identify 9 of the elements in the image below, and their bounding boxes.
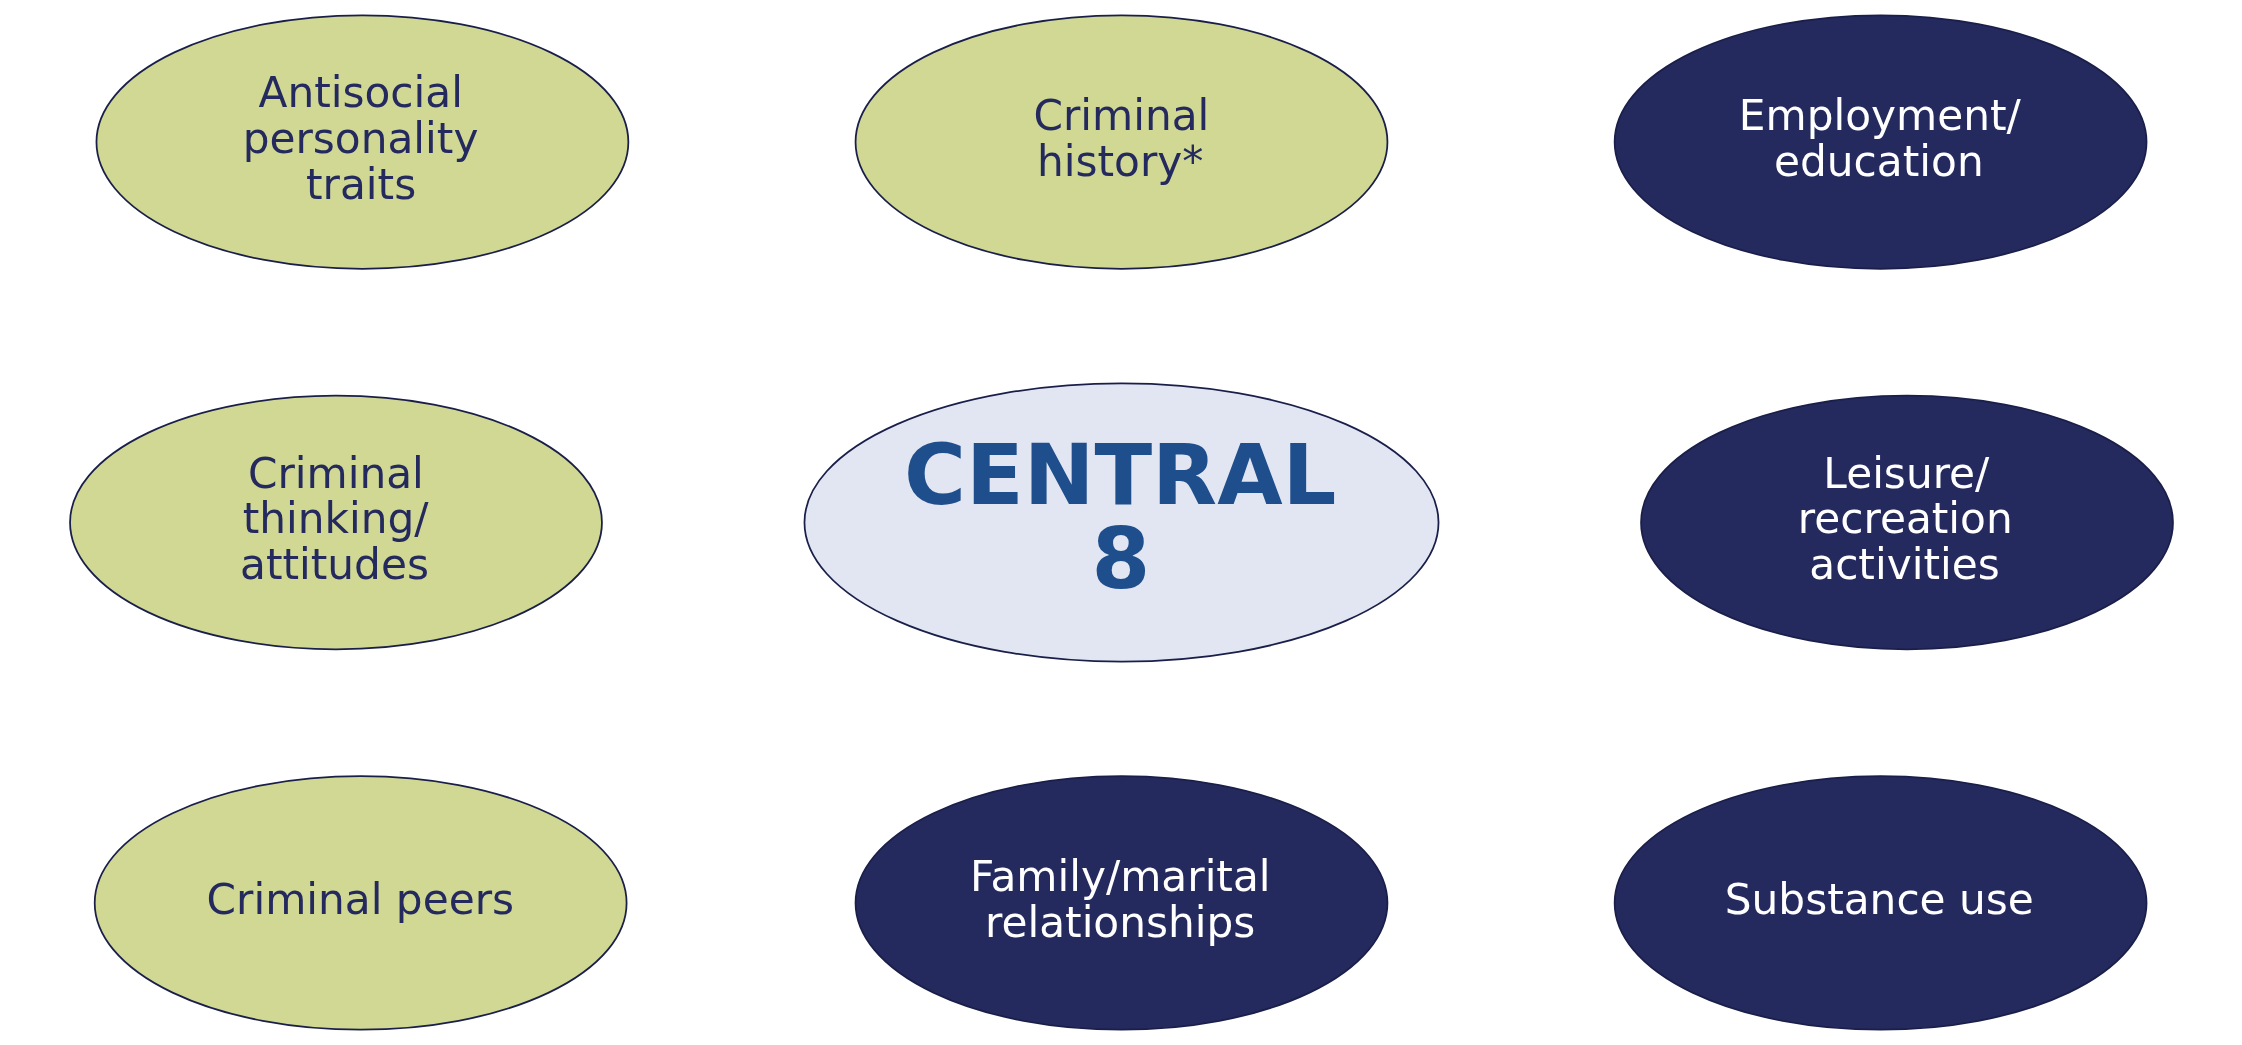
node-ellipse: Criminal thinking/ attitudes bbox=[68, 394, 603, 651]
node-ellipse: Antisocial personality traits bbox=[95, 14, 629, 270]
node-ellipse: Family/marital relationships bbox=[854, 775, 1388, 1031]
node-ellipse: Leisure/ recreation activities bbox=[1639, 394, 2174, 651]
node-ellipse: Criminal history* bbox=[854, 14, 1388, 270]
node-ellipse: Substance use bbox=[1613, 775, 2147, 1031]
node-ellipse: Criminal peers bbox=[93, 775, 627, 1031]
node-ellipse: Employment/ education bbox=[1613, 14, 2147, 270]
node-ellipse: CENTRAL 8 bbox=[803, 382, 1439, 663]
